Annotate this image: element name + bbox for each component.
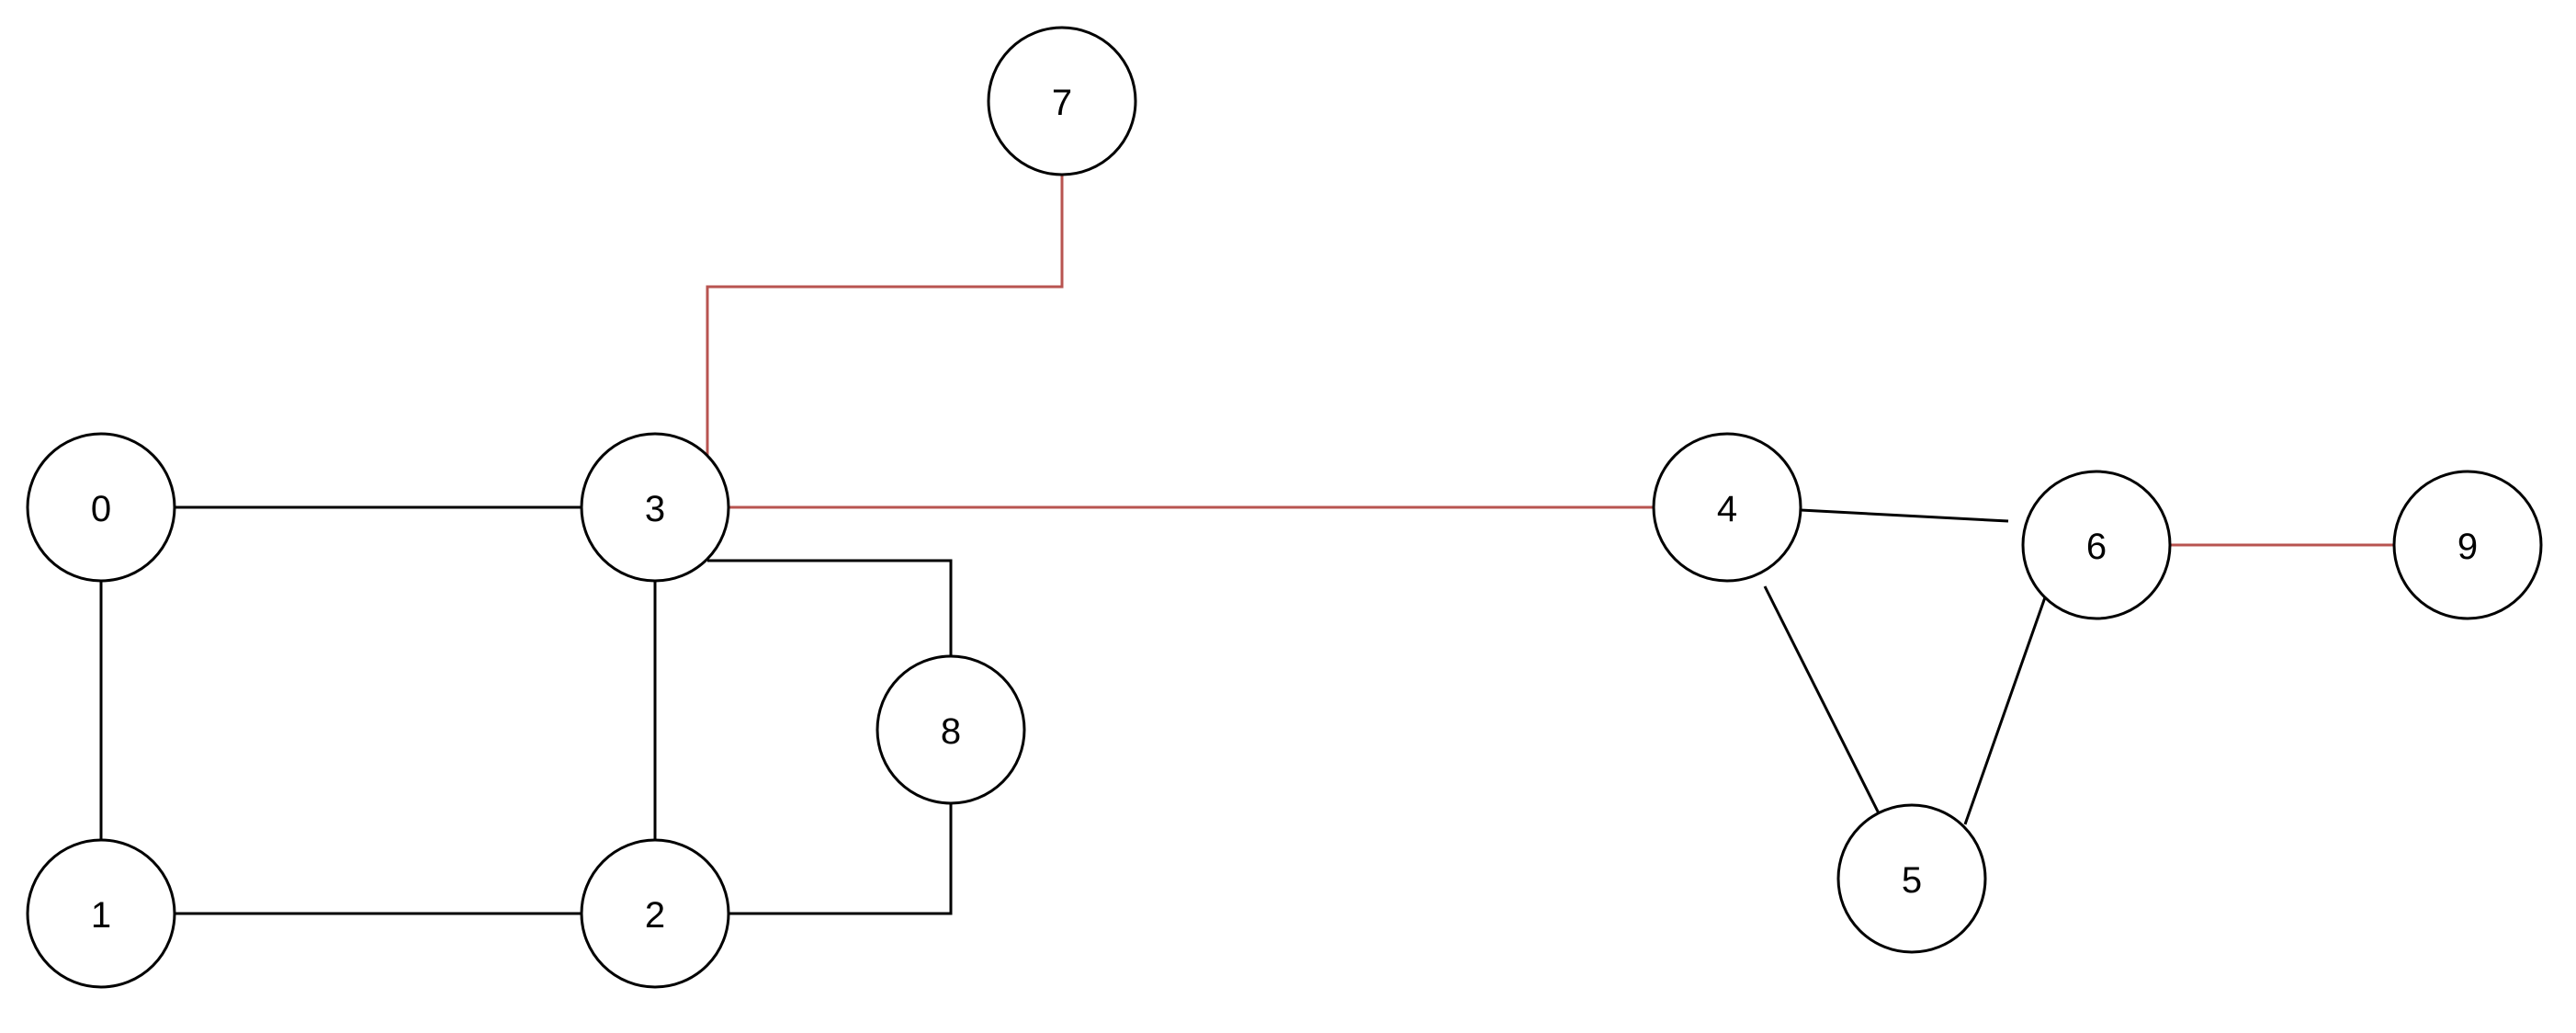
node-circle xyxy=(26,838,176,989)
node-circle xyxy=(2392,470,2543,620)
edge-3-7 xyxy=(706,175,1064,455)
edge-5-6 xyxy=(1963,596,2047,825)
node-label: 3 xyxy=(645,489,665,529)
node-label: 5 xyxy=(1902,860,1922,901)
node-8: 8 xyxy=(876,654,1026,805)
node-label: 8 xyxy=(941,711,961,752)
node-4: 4 xyxy=(1652,432,1802,583)
node-9: 9 xyxy=(2392,470,2543,620)
edge-4-6 xyxy=(1800,508,2009,523)
node-5: 5 xyxy=(1836,803,1987,954)
node-3: 3 xyxy=(580,432,730,583)
edge-2-8 xyxy=(729,803,953,915)
node-circle xyxy=(580,432,730,583)
node-circle xyxy=(876,654,1026,805)
nodes-layer: 0 1 2 3 4 5 6 7 8 9 xyxy=(26,26,2543,989)
node-label: 9 xyxy=(2457,527,2478,567)
node-label: 0 xyxy=(91,489,111,529)
node-6: 6 xyxy=(2021,470,2172,620)
node-circle xyxy=(26,432,176,583)
node-label: 7 xyxy=(1052,83,1072,123)
edge-3-8 xyxy=(707,559,953,656)
node-circle xyxy=(2021,470,2172,620)
node-label: 4 xyxy=(1717,489,1737,529)
node-2: 2 xyxy=(580,838,730,989)
edge-4-5 xyxy=(1763,585,1881,814)
node-circle xyxy=(1652,432,1802,583)
node-circle xyxy=(987,26,1137,176)
node-label: 6 xyxy=(2086,527,2107,567)
node-1: 1 xyxy=(26,838,176,989)
node-label: 1 xyxy=(91,895,111,936)
node-circle xyxy=(580,838,730,989)
node-7: 7 xyxy=(987,26,1137,176)
node-label: 2 xyxy=(645,895,665,936)
node-0: 0 xyxy=(26,432,176,583)
node-circle xyxy=(1836,803,1987,954)
edges-layer xyxy=(99,175,2394,915)
